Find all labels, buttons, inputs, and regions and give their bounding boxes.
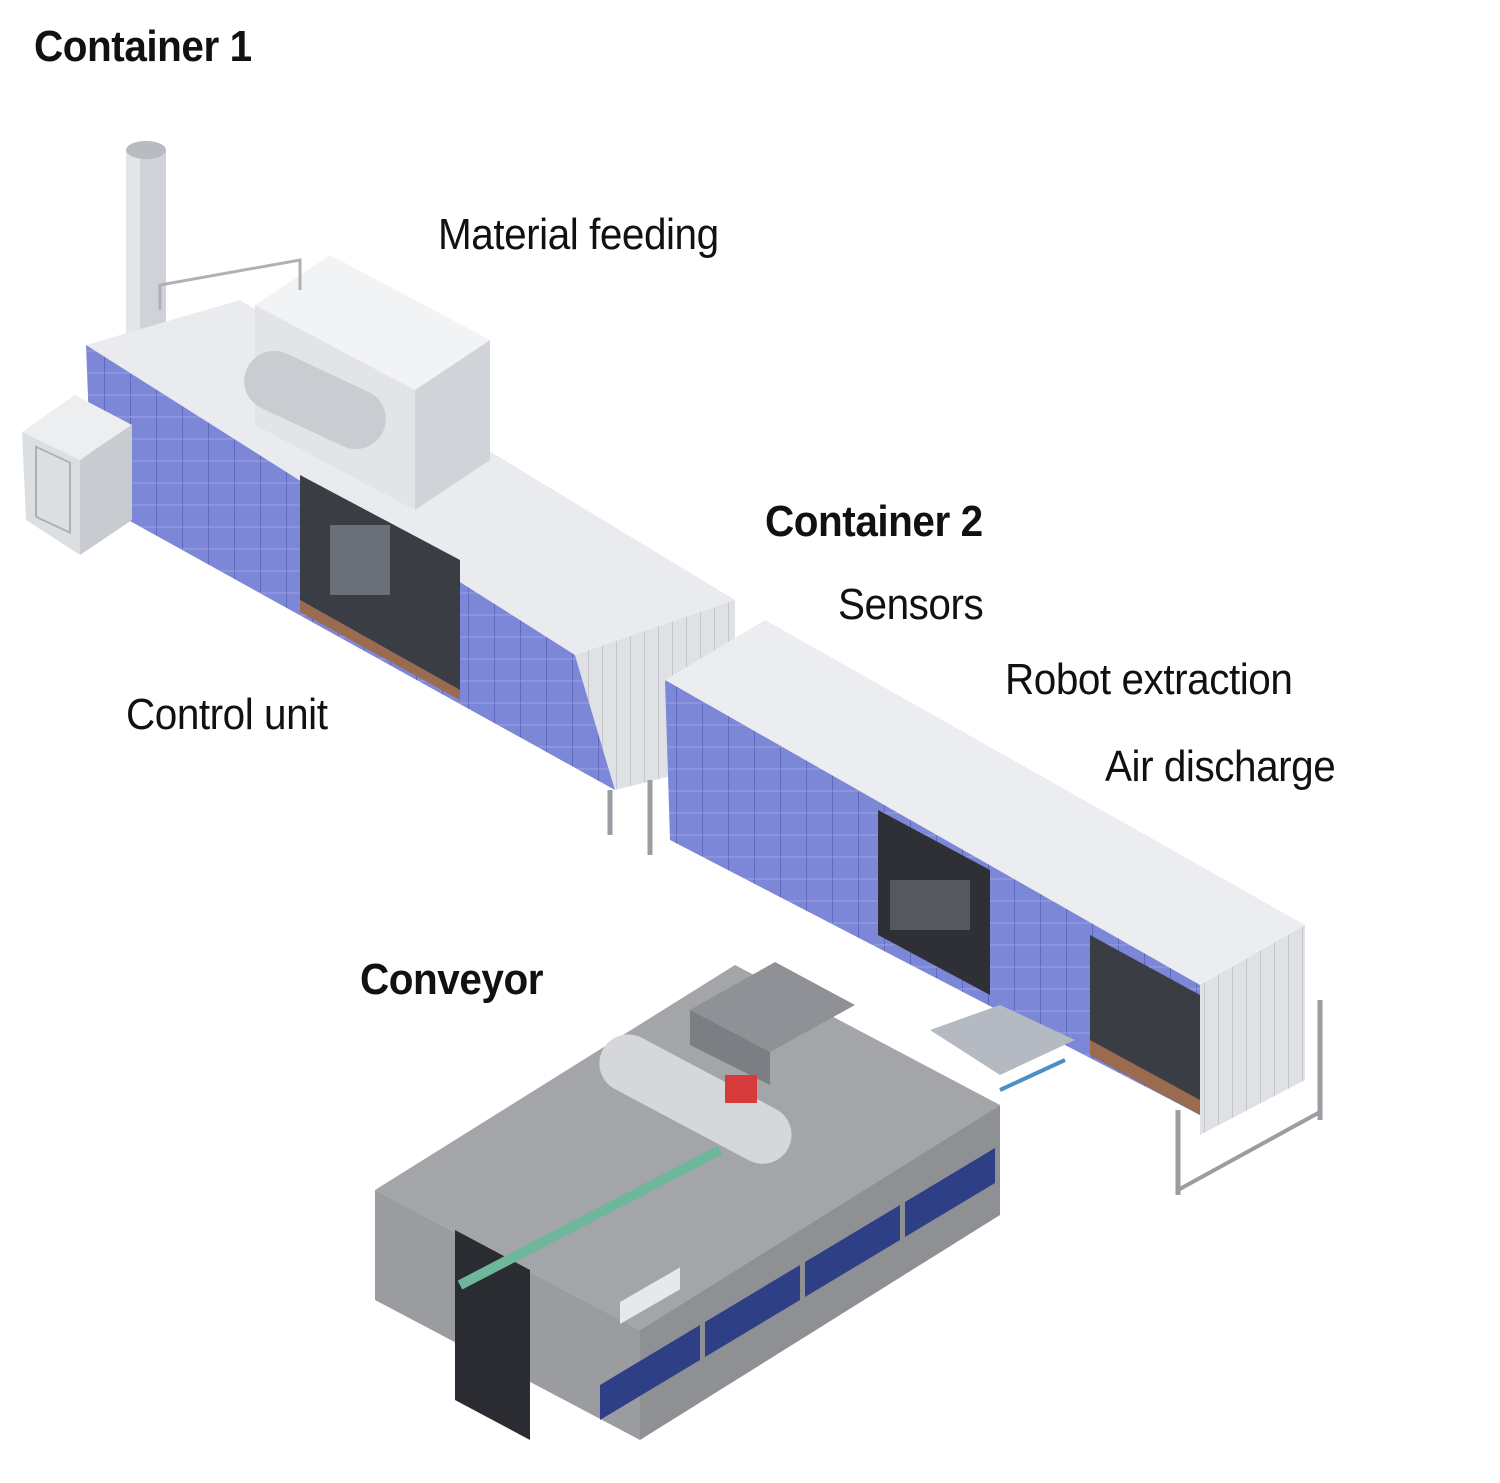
material-feeding-hopper <box>244 255 490 510</box>
conveyor-top <box>375 965 1000 1330</box>
container-1-group <box>22 141 735 855</box>
robot-extraction-machinery <box>890 880 970 930</box>
conveyor-group <box>375 962 1000 1440</box>
label-conveyor: Conveyor <box>360 955 544 1004</box>
label-sensors: Sensors <box>838 580 984 629</box>
collection-bins <box>600 1148 995 1420</box>
container-1-floor <box>300 600 460 700</box>
control-cabinet <box>22 395 132 555</box>
container-2-floor <box>1090 1040 1200 1115</box>
control-unit-machinery <box>330 525 390 595</box>
conveyor-belt <box>457 1145 723 1290</box>
container-2-roof <box>665 620 1305 985</box>
exhaust-stack <box>126 141 166 340</box>
conveyor-drum <box>599 1034 792 1164</box>
label-container-2: Container 2 <box>765 497 983 546</box>
label-material-feeding: Material feeding <box>438 210 719 259</box>
label-control-unit: Control unit <box>126 690 328 739</box>
transfer-duct <box>930 1005 1075 1075</box>
label-container-1: Container 1 <box>34 22 252 71</box>
container-2-frame <box>1177 1110 1321 1192</box>
roof-railing <box>158 258 302 310</box>
container-2-group <box>665 620 1323 1195</box>
label-robot-extraction: Robot extraction <box>1005 655 1293 704</box>
conveyor-top-housing <box>690 962 855 1052</box>
red-actuator <box>725 1075 757 1103</box>
label-air-discharge: Air discharge <box>1105 742 1336 791</box>
container-2-end-wall <box>1200 925 1305 1135</box>
blue-pipe <box>999 1058 1066 1092</box>
